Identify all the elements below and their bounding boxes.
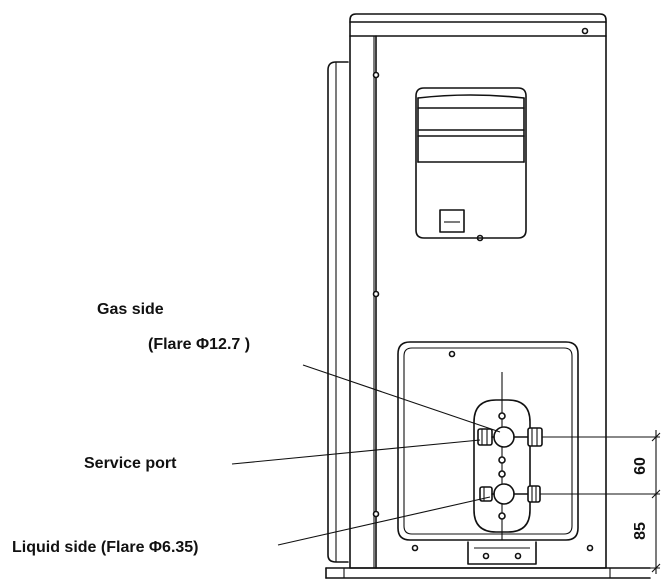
gas-side-label: Gas side bbox=[97, 301, 164, 318]
valve-cover-panel bbox=[397, 341, 579, 541]
base-bracket bbox=[467, 541, 537, 565]
dimension-lower: 85 bbox=[632, 522, 649, 540]
cabinet-screws bbox=[372, 27, 594, 552]
dimension-upper: 60 bbox=[632, 457, 649, 475]
liquid-side-label: Liquid side (Flare Φ6.35) bbox=[12, 539, 199, 556]
handle-window bbox=[415, 87, 527, 239]
cabinet-body bbox=[349, 13, 607, 569]
liquid-valve bbox=[479, 483, 541, 505]
valve-mounting-plate bbox=[473, 372, 531, 540]
rear-panel bbox=[327, 61, 349, 563]
foot-rail bbox=[325, 567, 651, 579]
service-port-label: Service port bbox=[84, 455, 177, 472]
dimension-lines bbox=[540, 430, 661, 574]
gas-valve bbox=[477, 426, 543, 448]
gas-side-flare-label: (Flare Φ12.7 ) bbox=[148, 336, 250, 353]
leader-lines bbox=[231, 364, 501, 546]
